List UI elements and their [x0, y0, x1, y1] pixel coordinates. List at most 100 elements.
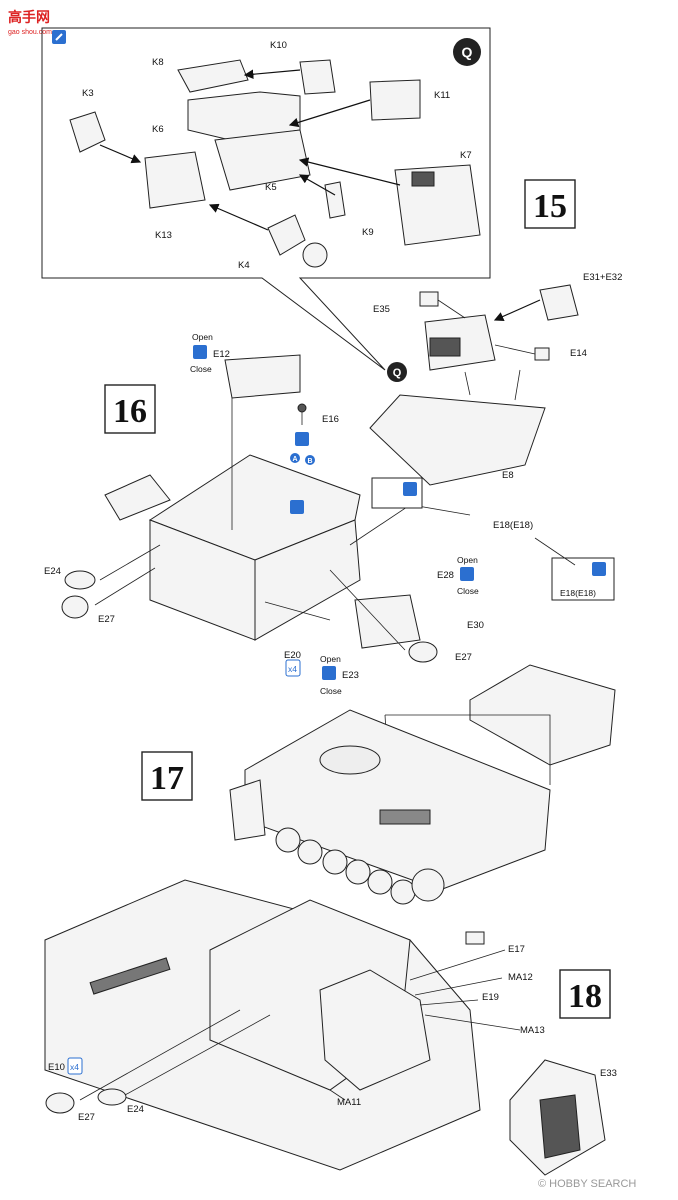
- marker-a-icon: [290, 453, 300, 463]
- part-e27-18: [45, 1092, 75, 1114]
- label-e19: E19: [482, 992, 499, 1003]
- part-k3: [69, 111, 106, 153]
- label-e23: E23: [342, 670, 359, 681]
- part-k4: [267, 214, 306, 256]
- part-k9: [324, 181, 346, 219]
- detail-callout-e18: E18(E18): [534, 537, 615, 601]
- part-e30-plate: [354, 594, 421, 649]
- label-k11: K11: [434, 90, 450, 101]
- label-e20: E20: [284, 650, 301, 661]
- label-ma12: MA12: [508, 972, 533, 983]
- part-k4-hub: [302, 242, 328, 268]
- step-15: 15 Q E31+E32 E35 E14 E8: [369, 179, 622, 486]
- engine-grille: [379, 809, 431, 825]
- step-18-number: 18: [568, 978, 602, 1015]
- label-ma11: MA11: [337, 1097, 361, 1108]
- label-k7: K7: [460, 150, 472, 161]
- road-wheels-17: [275, 827, 445, 905]
- part-k13: [144, 151, 206, 209]
- label-k3: K3: [82, 88, 94, 99]
- label-k10: K10: [270, 40, 287, 51]
- marker-b-label: B: [307, 458, 312, 465]
- part-k7-window: [411, 171, 435, 187]
- step-18-box: [559, 969, 611, 1019]
- open-close-e12: Open Close: [190, 332, 213, 374]
- part-e27-right: [408, 641, 438, 663]
- label-e14: E14: [570, 348, 587, 359]
- q-badge-label: Q: [462, 44, 473, 60]
- step-16-number: 16: [113, 393, 147, 430]
- step-16: 16 Open Close A B: [44, 332, 615, 696]
- qty-badge: [285, 659, 301, 677]
- part-e17: [465, 931, 485, 945]
- label-e16: E16: [322, 414, 339, 425]
- step-17-box: [141, 751, 193, 801]
- part-e12-hatch: [224, 354, 301, 399]
- step-15-number: 15: [533, 188, 567, 225]
- open-label-e12: Open: [192, 332, 213, 342]
- q-ref-icon: [387, 362, 407, 382]
- open-label-e23: Open: [320, 654, 341, 664]
- hatch-open-close-icon: [193, 345, 207, 359]
- subassembly-q-box: Q K10 K8 K11 K3 K6 K7 K5 K9 K13 K4: [41, 27, 491, 371]
- label-e17: E17: [508, 944, 525, 955]
- tool-icon-2: [592, 562, 606, 576]
- qty-badge-18: [67, 1057, 83, 1075]
- marker-b-icon: [305, 455, 315, 465]
- label-e8: E8: [502, 470, 514, 481]
- part-e24-18: [97, 1088, 127, 1106]
- drive-sprocket: [229, 779, 266, 841]
- watermark-site: gao shou.com: [8, 29, 52, 36]
- hatch-open-close-icon-3: [322, 666, 336, 680]
- part-e31-e32: [539, 284, 579, 321]
- tool-icon: [403, 482, 417, 496]
- part-k6: [214, 129, 311, 191]
- close-label-e23: Close: [320, 686, 342, 696]
- q-badge-icon: [453, 38, 481, 66]
- label-ma13: MA13: [520, 1025, 545, 1036]
- label-e12: E12: [213, 349, 230, 360]
- watermark-logo-text: 高手网: [8, 9, 50, 25]
- down-arrow-icon: [290, 500, 304, 514]
- step-18: 18 x4 E17 MA12 E19 MA13 E33 MA11 E10 E24…: [44, 879, 617, 1176]
- label-e28: E28: [437, 570, 454, 581]
- label-e33: E33: [600, 1068, 617, 1079]
- part-e14: [534, 347, 550, 361]
- part-k10: [299, 59, 336, 95]
- part-k8: [177, 59, 249, 93]
- open-label-e28: Open: [457, 555, 478, 565]
- label-k13: K13: [155, 230, 172, 241]
- close-label-e12: Close: [190, 364, 212, 374]
- engine-grille-18: [89, 957, 171, 995]
- label-e24-18: E24: [127, 1104, 144, 1115]
- part-e8: [369, 394, 546, 486]
- step-16-box: [104, 384, 156, 434]
- label-e27-right: E27: [455, 652, 472, 663]
- callout-e18-label: E18(E18): [560, 588, 596, 598]
- step-17-number: 17: [150, 760, 184, 797]
- detail-callout-1: [371, 477, 423, 509]
- step-15-box: [524, 179, 576, 229]
- label-e27: E27: [98, 614, 115, 625]
- watermark-logo: 高手网 gao shou.com: [8, 9, 66, 44]
- label-k6: K6: [152, 124, 164, 135]
- label-e35: E35: [373, 304, 390, 315]
- part-e16: [297, 403, 307, 413]
- gun-mantlet-18: [319, 969, 431, 1091]
- part-k11: [369, 79, 421, 121]
- e33-opening: [539, 1094, 581, 1159]
- label-k8: K8: [152, 57, 164, 68]
- hatch-open-close-icon-2: [460, 567, 474, 581]
- label-k9: K9: [362, 227, 374, 238]
- part-e24: [64, 570, 96, 590]
- label-e10: E10: [48, 1062, 65, 1073]
- open-close-e23: Open Close: [320, 654, 342, 696]
- step-17: 17: [141, 664, 616, 905]
- label-k4: K4: [238, 260, 250, 271]
- rotate-icon: [295, 432, 309, 446]
- label-e27-18: E27: [78, 1112, 95, 1123]
- label-e31-e32: E31+E32: [583, 272, 622, 283]
- label-e18: E18(E18): [493, 520, 533, 531]
- close-label-e28: Close: [457, 586, 479, 596]
